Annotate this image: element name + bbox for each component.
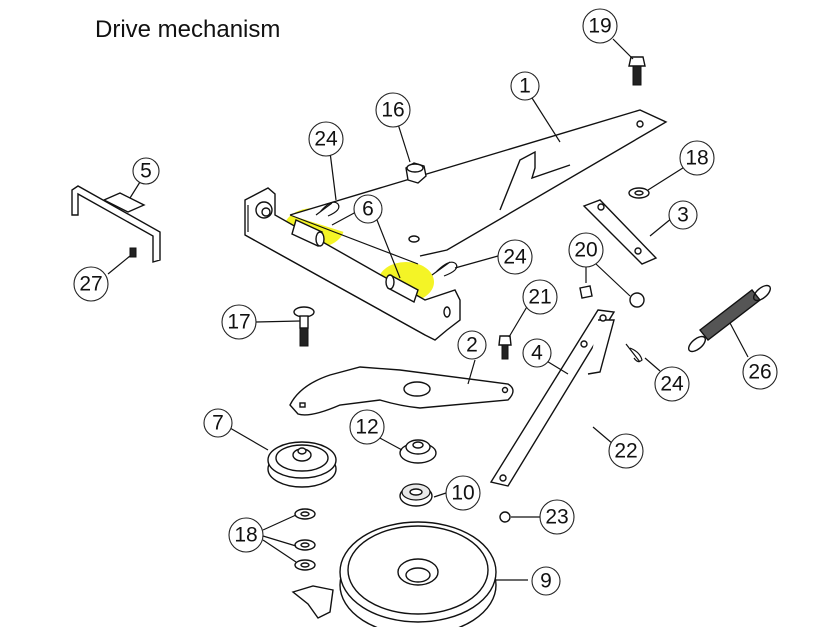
part-washers-18 [294, 508, 316, 571]
part-tension-spring [687, 284, 772, 353]
callout-label: 12 [355, 416, 378, 439]
callout-label: 21 [528, 286, 551, 309]
part-drive-pulley [339, 521, 497, 627]
part-link-plate [582, 199, 658, 265]
callout-26[interactable]: 26 [742, 354, 778, 390]
callout-2[interactable]: 2 [457, 330, 487, 360]
part-nuts-20 [579, 285, 645, 308]
callout-4[interactable]: 4 [522, 338, 552, 368]
part-hex-bolt-19 [628, 56, 646, 86]
callout-label: 6 [362, 198, 374, 221]
part-pivot-pins [291, 219, 419, 304]
diagram-title: Drive mechanism [95, 16, 281, 43]
part-spacer-bushing [399, 439, 437, 464]
callout-label: 16 [381, 99, 404, 122]
part-idler-arm [289, 366, 514, 416]
part-screw-27 [129, 247, 137, 258]
callout-label: 17 [227, 311, 250, 334]
callout-16[interactable]: 16 [375, 92, 411, 128]
callout-7[interactable]: 7 [203, 408, 233, 438]
callout-label: 18 [234, 524, 257, 547]
callout-24[interactable]: 24 [497, 239, 533, 275]
callout-18[interactable]: 18 [679, 140, 715, 176]
callout-5[interactable]: 5 [132, 157, 160, 185]
callout-12[interactable]: 12 [349, 409, 385, 445]
part-handle-bracket [71, 185, 161, 263]
callout-label: 24 [503, 246, 527, 269]
callout-label: 9 [540, 570, 552, 593]
callout-label: 19 [588, 15, 611, 38]
part-main-bracket [244, 109, 668, 341]
part-hair-pin-clips [315, 201, 643, 363]
callout-label: 24 [660, 373, 684, 396]
callout-24[interactable]: 24 [654, 366, 690, 402]
callout-label: 7 [212, 412, 224, 435]
callouts: 19 1 16 24 6 5 18 3 24 27 20 21 17 2 4 2… [73, 8, 778, 596]
part-lock-nut [405, 162, 427, 184]
part-bolt-21 [498, 335, 512, 360]
callout-label: 5 [140, 160, 152, 183]
callout-23[interactable]: 23 [539, 499, 575, 535]
callout-label: 2 [466, 334, 478, 357]
callout-label: 4 [531, 342, 543, 365]
callout-1[interactable]: 1 [510, 71, 540, 101]
callout-9[interactable]: 9 [531, 566, 561, 596]
callout-label: 20 [574, 239, 597, 262]
callout-24[interactable]: 24 [308, 121, 344, 157]
callout-10[interactable]: 10 [445, 475, 481, 511]
callout-6[interactable]: 6 [353, 194, 383, 224]
callout-17[interactable]: 17 [221, 304, 257, 340]
callout-19[interactable]: 19 [582, 8, 618, 44]
callout-21[interactable]: 21 [522, 279, 558, 315]
leader-lines [107, 38, 749, 581]
callout-20[interactable]: 20 [568, 232, 604, 268]
part-bearing [399, 483, 433, 507]
callout-22[interactable]: 22 [608, 433, 644, 469]
part-nut-23 [499, 511, 511, 523]
callout-label: 3 [677, 204, 689, 227]
part-control-rod [489, 309, 616, 487]
callout-label: 10 [451, 482, 474, 505]
part-small-bracket [291, 585, 334, 619]
callout-18[interactable]: 18 [228, 517, 264, 553]
callout-3[interactable]: 3 [668, 200, 698, 230]
part-carriage-bolt-17 [293, 306, 315, 347]
part-idler-pulley [267, 441, 337, 488]
callout-label: 1 [519, 75, 531, 98]
callout-label: 27 [79, 273, 102, 296]
callout-label: 18 [685, 147, 708, 170]
callout-label: 24 [314, 128, 338, 151]
callout-label: 26 [748, 361, 771, 384]
callout-27[interactable]: 27 [73, 266, 109, 302]
callout-label: 23 [545, 506, 568, 529]
part-washer-18 [628, 187, 650, 199]
callout-label: 22 [614, 440, 637, 463]
